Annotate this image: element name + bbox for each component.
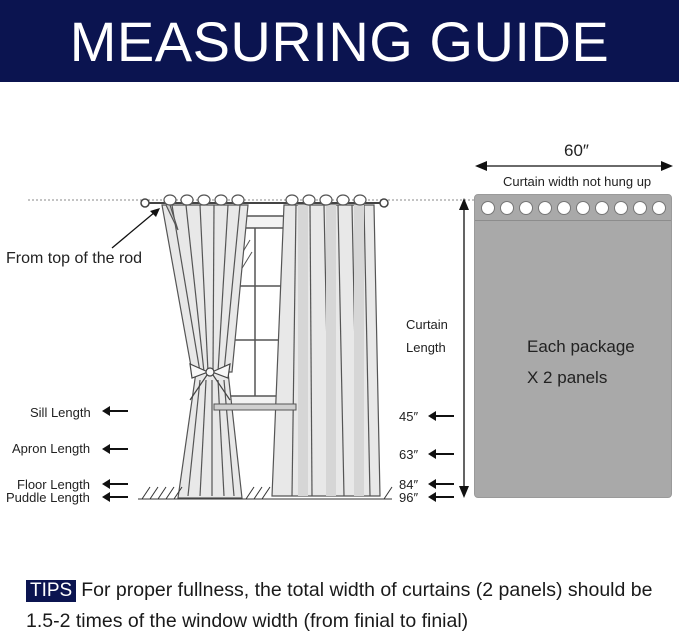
grommet-icon bbox=[614, 201, 628, 215]
arrow-icon bbox=[428, 449, 454, 459]
grommet-icon bbox=[500, 201, 514, 215]
arrow-icon bbox=[102, 492, 128, 502]
curtain-length-label-line1: Curtain bbox=[406, 317, 448, 332]
panel-grommet-header bbox=[475, 195, 671, 221]
page-title: MEASURING GUIDE bbox=[69, 9, 610, 73]
arrow-icon bbox=[102, 406, 128, 416]
width-note: Curtain width not hung up bbox=[503, 174, 652, 189]
arrow-icon bbox=[102, 479, 128, 489]
rod-label: From top of the rod bbox=[6, 250, 143, 267]
grommet-icon bbox=[519, 201, 533, 215]
arrow-icon bbox=[102, 444, 128, 454]
grommet-icon bbox=[481, 201, 495, 215]
grommet-icon bbox=[557, 201, 571, 215]
grommet-icon bbox=[652, 201, 666, 215]
grommet-icon bbox=[633, 201, 647, 215]
curtain-length-arrow bbox=[459, 198, 469, 498]
sill-length-label: Sill Length bbox=[30, 405, 91, 420]
tieback-bow-icon bbox=[189, 363, 231, 401]
inch-mark-63: 63″ bbox=[399, 447, 419, 462]
header-banner: MEASURING GUIDE bbox=[0, 0, 679, 82]
grommet-icon bbox=[538, 201, 552, 215]
arrow-icon bbox=[428, 492, 454, 502]
rod-pointer-arrow bbox=[111, 208, 160, 249]
inch-mark-84: 84″ bbox=[399, 477, 419, 492]
inch-mark-45: 45″ bbox=[399, 409, 419, 424]
left-curtain bbox=[161, 194, 249, 499]
width-arrow bbox=[475, 161, 673, 171]
package-line1: Each package bbox=[527, 337, 635, 356]
arrow-icon bbox=[428, 479, 454, 489]
width-value: 60″ bbox=[564, 141, 589, 160]
grommet-icon bbox=[163, 194, 245, 206]
tips-text: For proper fullness, the total width of … bbox=[26, 579, 653, 632]
inch-mark-96: 96″ bbox=[399, 490, 419, 505]
apron-length-label: Apron Length bbox=[12, 441, 91, 456]
tips-badge: TIPS bbox=[26, 580, 77, 602]
curtain-panel: Each package X 2 panels bbox=[474, 194, 672, 498]
grommet-icon bbox=[595, 201, 609, 215]
package-line2: X 2 panels bbox=[527, 368, 608, 387]
floor-length-label: Floor Length bbox=[17, 477, 90, 492]
right-curtain bbox=[271, 194, 381, 497]
window-sill bbox=[213, 403, 297, 411]
grommet-icon bbox=[576, 201, 590, 215]
puddle-length-label: Puddle Length bbox=[6, 490, 90, 505]
grommet-icon bbox=[285, 194, 367, 206]
arrow-icon bbox=[428, 411, 454, 421]
floor-hatch bbox=[138, 486, 393, 500]
curtain-length-label-line2: Length bbox=[406, 340, 446, 355]
